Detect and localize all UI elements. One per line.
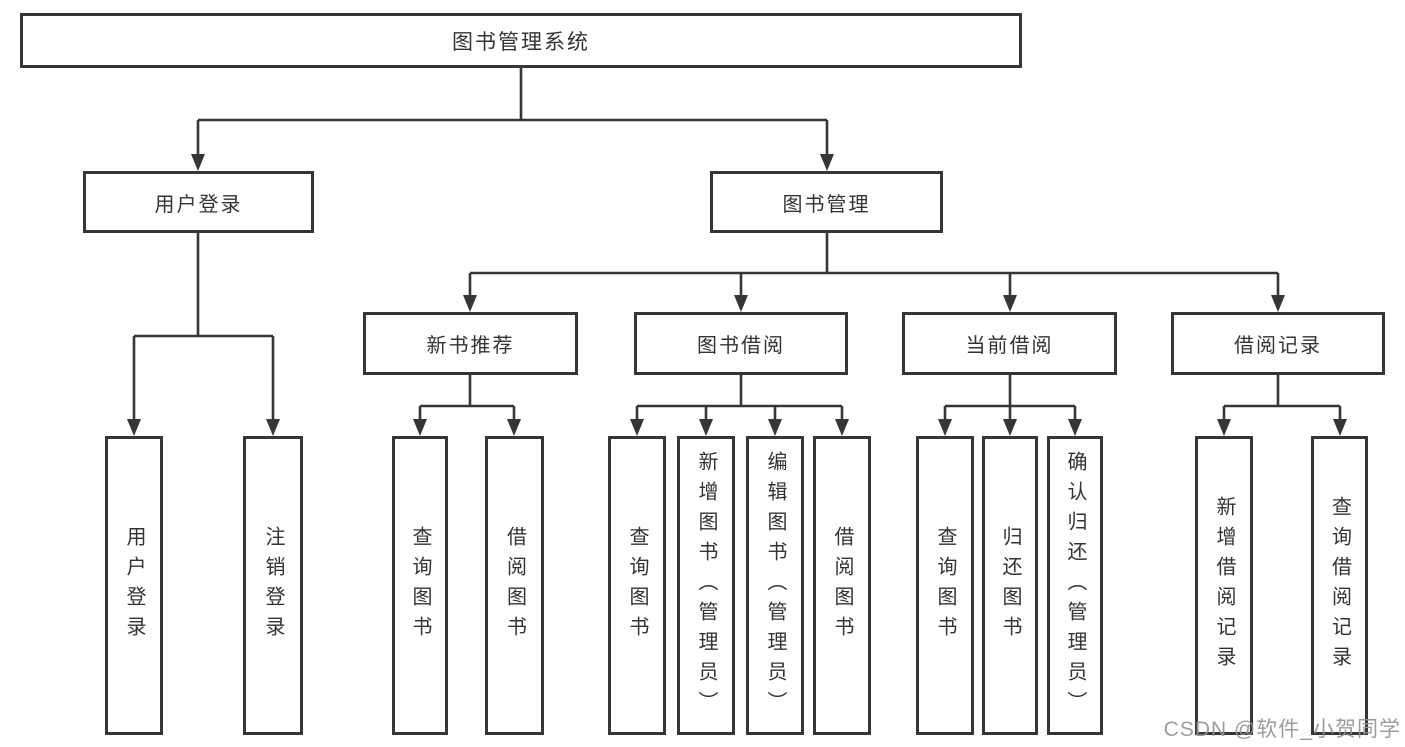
arrowhead <box>191 154 205 171</box>
leaf-label: 新增借阅记录 <box>1213 495 1235 676</box>
arrowhead <box>734 295 748 312</box>
leaf-label: 确认归还（管理员） <box>1064 450 1086 721</box>
node-borrow-records: 借阅记录 <box>1171 312 1385 375</box>
arrowhead <box>1333 419 1347 436</box>
leaf-label: 用户登录 <box>123 525 145 646</box>
leaf-label: 新增图书（管理员） <box>695 450 717 721</box>
leaf-label: 注销登录 <box>262 525 284 646</box>
node-book-management: 图书管理 <box>710 171 943 233</box>
arrowhead <box>463 295 477 312</box>
connector-book-borrow-to-leaves <box>630 375 849 436</box>
leaf-borrow-books: 借阅图书 <box>813 436 871 735</box>
connector-book-management-to-level3 <box>463 233 1285 312</box>
arrowhead <box>413 419 427 436</box>
leaf-label: 借阅图书 <box>503 525 526 646</box>
leaf-query-borrow-record: 查询借阅记录 <box>1311 436 1368 735</box>
arrowhead <box>938 419 952 436</box>
leaf-label: 查询图书 <box>409 525 431 646</box>
arrowhead <box>1003 295 1017 312</box>
leaf-query-books-borrow: 查询图书 <box>608 436 666 735</box>
arrowhead <box>127 419 141 436</box>
leaf-logout: 注销登录 <box>243 436 303 735</box>
connector-new-book-to-leaves <box>413 375 521 436</box>
arrowhead <box>1271 295 1285 312</box>
leaf-label: 查询借阅记录 <box>1328 495 1351 676</box>
arrowhead <box>835 419 849 436</box>
node-book-borrow: 图书借阅 <box>634 312 848 375</box>
leaf-query-books-current: 查询图书 <box>916 436 974 735</box>
leaf-edit-books-admin: 编辑图书（管理员） <box>746 436 804 735</box>
arrowhead <box>266 419 280 436</box>
leaf-label: 编辑图书（管理员） <box>764 450 786 721</box>
arrowhead <box>507 419 521 436</box>
leaf-add-books-admin: 新增图书（管理员） <box>677 436 735 735</box>
connector-borrow-records-to-leaves <box>1217 375 1347 436</box>
connector-current-borrow-to-leaves <box>938 375 1082 436</box>
node-root-library-system: 图书管理系统 <box>20 13 1022 68</box>
arrowhead <box>1217 419 1231 436</box>
arrowhead <box>699 419 713 436</box>
arrowhead <box>1003 419 1017 436</box>
leaf-return-books: 归还图书 <box>982 436 1038 735</box>
arrowhead <box>820 154 834 171</box>
leaf-label: 查询图书 <box>626 525 648 646</box>
csdn-watermark: CSDN @软件_小贺同学 <box>1163 718 1401 741</box>
leaf-confirm-return-admin: 确认归还（管理员） <box>1047 436 1103 735</box>
connector-root-to-level2 <box>191 68 834 171</box>
leaf-add-borrow-record: 新增借阅记录 <box>1195 436 1253 735</box>
node-user-login: 用户登录 <box>83 171 314 233</box>
leaf-borrow-books-recommend: 借阅图书 <box>485 436 544 735</box>
leaf-label: 归还图书 <box>999 525 1021 646</box>
leaf-query-books-recommend: 查询图书 <box>392 436 448 735</box>
arrowhead <box>1068 419 1082 436</box>
arrowhead <box>630 419 644 436</box>
node-new-book-recommend: 新书推荐 <box>363 312 578 375</box>
arrowhead <box>768 419 782 436</box>
leaf-user-login: 用户登录 <box>105 436 163 735</box>
leaf-label: 查询图书 <box>934 525 956 646</box>
leaf-label: 借阅图书 <box>831 525 853 646</box>
connector-user-login-to-leaves <box>127 233 280 436</box>
node-current-borrow: 当前借阅 <box>902 312 1117 375</box>
